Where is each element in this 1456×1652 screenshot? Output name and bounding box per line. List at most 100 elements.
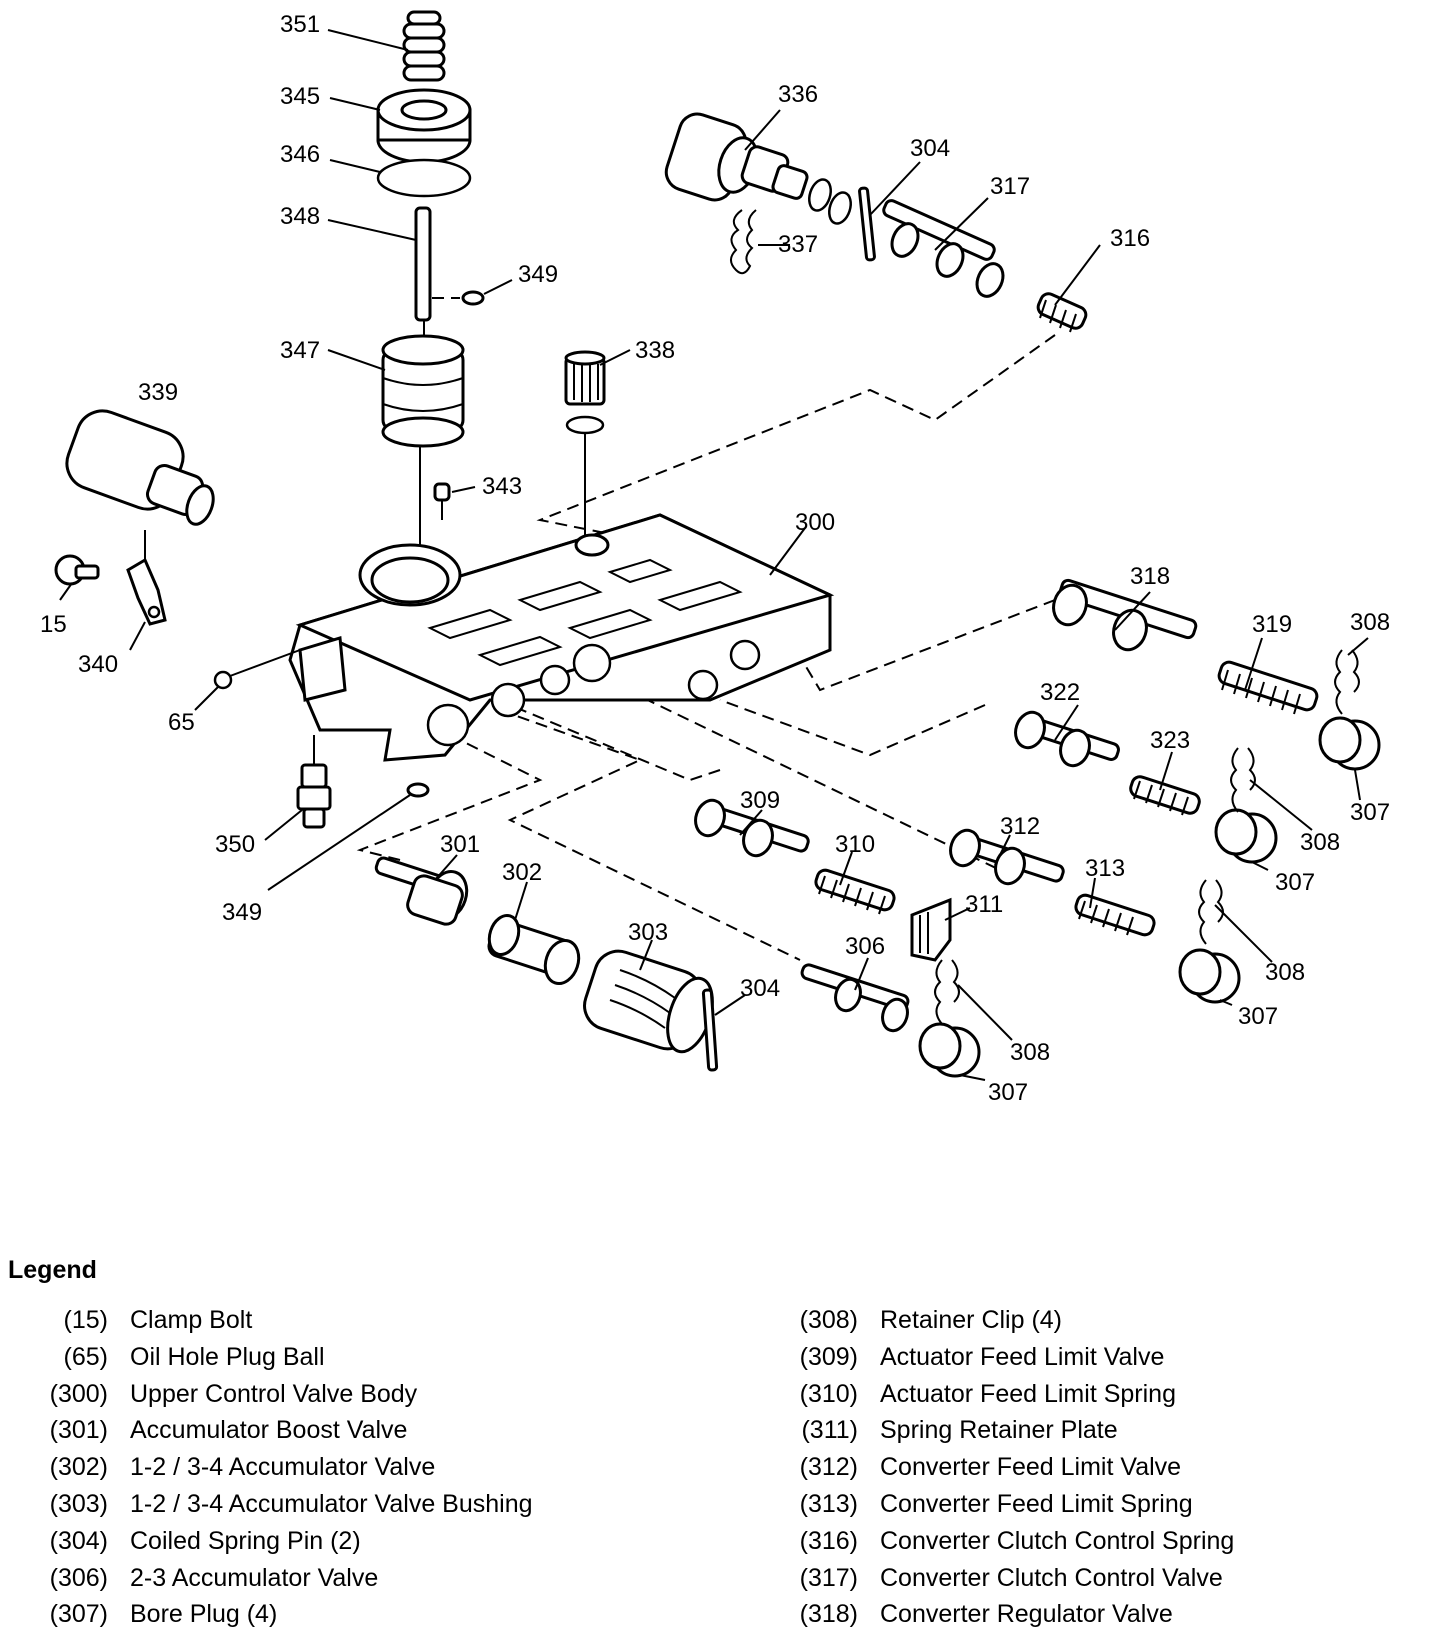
- part-336-solenoid: [664, 112, 809, 202]
- legend-item: (309) Actuator Feed Limit Valve: [770, 1339, 1234, 1376]
- callout-313: 313: [1085, 855, 1125, 882]
- legend-item-label: Converter Regulator Valve: [880, 1600, 1173, 1629]
- part-303-valve-bushing: [583, 949, 714, 1054]
- callout-318: 318: [1130, 563, 1170, 590]
- callout-336: 336: [778, 81, 818, 108]
- part-311-retainer-plate: [910, 897, 952, 962]
- legend-item: (303)1-2 / 3-4 Accumulator Valve Bushing: [20, 1486, 533, 1523]
- legend-item-number: (313): [799, 1489, 858, 1518]
- part-349-small-washer-top: [432, 290, 485, 306]
- legend-item-label: Converter Feed Limit Valve: [880, 1453, 1182, 1482]
- legend-item: (301) Accumulator Boost Valve: [20, 1412, 533, 1449]
- legend-item-label: Bore Plug (4): [130, 1600, 278, 1629]
- part-306-accumulator-valve: [800, 963, 910, 1033]
- legend-item-label: 1-2 / 3-4 Accumulator Valve: [130, 1453, 436, 1482]
- part-316-spring: [1036, 292, 1088, 333]
- callout-306: 306: [845, 933, 885, 960]
- legend-item-label: Converter Feed Limit Spring: [880, 1489, 1193, 1518]
- part-307-bore-plug-c: [1178, 948, 1241, 1004]
- legend-column-right: (308)Retainer Clip (4) (309)Actuator Fee…: [770, 1302, 1235, 1633]
- exploded-view-diagram: 351 345 346 348 349 347 336 304 317 337 …: [40, 10, 1390, 1106]
- callout-317: 317: [990, 173, 1030, 200]
- legend-item: (311)Spring Retainer Plate: [770, 1412, 1234, 1449]
- callout-323: 323: [1150, 727, 1190, 754]
- callout-319: 319: [1252, 611, 1292, 638]
- callout-307-b: 307: [1275, 869, 1315, 896]
- legend-item: (310)Actuator Feed Limit Spring: [770, 1376, 1234, 1413]
- legend-item-label: Accumulator Boost Valve: [130, 1416, 408, 1445]
- callout-308-a: 308: [1350, 609, 1390, 636]
- callout-308-d: 308: [1010, 1039, 1050, 1066]
- callout-337: 337: [778, 231, 818, 258]
- callout-15: 15: [40, 611, 67, 638]
- legend-item: (15)Clamp Bolt: [20, 1302, 533, 1339]
- callout-322: 322: [1040, 679, 1080, 706]
- part-302-accumulator-valve: [487, 913, 581, 985]
- part-300-valve-body: [288, 513, 835, 762]
- part-319-spring: [1217, 660, 1319, 715]
- callout-307-d: 307: [988, 1079, 1028, 1106]
- part-304-pin-bottom: [701, 988, 719, 1072]
- callout-312: 312: [1000, 813, 1040, 840]
- part-347-piston: [381, 334, 465, 448]
- legend-item-label: Actuator Feed Limit Valve: [880, 1342, 1165, 1371]
- legend-item-number: (301): [49, 1416, 108, 1445]
- legend-item-number: (306): [49, 1563, 108, 1592]
- legend-item-number: (316): [799, 1526, 858, 1555]
- legend-item-number: (311): [801, 1416, 858, 1445]
- legend-item-label: Converter Clutch Control Valve: [880, 1563, 1223, 1592]
- part-318-regulator-valve: [1052, 578, 1198, 652]
- leader-lines: [59, 29, 1369, 1081]
- callout-308-b: 308: [1300, 829, 1340, 856]
- legend-item: (318) Converter Regulator Valve: [770, 1596, 1234, 1633]
- part-346-o-ring: [376, 158, 472, 198]
- part-340-bracket: [126, 557, 167, 626]
- callout-349-top: 349: [518, 261, 558, 288]
- legend-item-number: (318): [799, 1600, 858, 1629]
- part-301-boost-valve: [374, 856, 469, 926]
- callout-316: 316: [1110, 225, 1150, 252]
- legend-item: (302) 1-2 / 3-4 Accumulator Valve: [20, 1449, 533, 1486]
- legend-item: (304) Coiled Spring Pin (2): [20, 1523, 533, 1560]
- callout-339: 339: [138, 379, 178, 406]
- legend-item-number: (65): [63, 1342, 108, 1371]
- part-345-piston-cap: [376, 88, 472, 164]
- legend-item-number: (307): [49, 1600, 108, 1629]
- part-343-check-ball: [433, 482, 451, 520]
- part-304-pin-top: [858, 186, 876, 262]
- callout-349-bottom: 349: [222, 899, 262, 926]
- legend-item: (306)2-3 Accumulator Valve: [20, 1560, 533, 1597]
- callout-300: 300: [795, 509, 835, 536]
- legend-item: (307) Bore Plug (4): [20, 1596, 533, 1633]
- legend-item-label: 1-2 / 3-4 Accumulator Valve Bushing: [130, 1489, 533, 1518]
- legend-item-number: (304): [49, 1526, 108, 1555]
- legend-item-label: Actuator Feed Limit Spring: [880, 1379, 1176, 1408]
- legend-item-number: (300): [49, 1379, 108, 1408]
- legend-item: (316)Converter Clutch Control Spring: [770, 1523, 1235, 1560]
- callout-308-c: 308: [1265, 959, 1305, 986]
- callout-345: 345: [280, 83, 320, 110]
- callout-343: 343: [482, 473, 522, 500]
- part-308-clip-a: [1334, 649, 1360, 715]
- callout-346: 346: [280, 141, 320, 168]
- part-323-spring: [1129, 775, 1201, 816]
- legend-item-label: Coiled Spring Pin (2): [130, 1526, 361, 1555]
- legend-item: (65) Oil Hole Plug Ball: [20, 1339, 533, 1376]
- part-351-seal-stack: [402, 10, 446, 82]
- legend-item: (313) Converter Feed Limit Spring: [770, 1486, 1234, 1523]
- part-337-clip: [730, 209, 757, 275]
- part-322-valve: [1014, 710, 1120, 768]
- callout-labels: 351 345 346 348 349 347 336 304 317 337 …: [40, 11, 1390, 1106]
- part-308-clip-c: [1198, 879, 1224, 945]
- callout-307-c: 307: [1238, 1003, 1278, 1030]
- legend-item: (300)Upper Control Valve Body: [20, 1376, 533, 1413]
- legend-item-number: (317): [799, 1563, 858, 1592]
- callout-304-bottom: 304: [740, 975, 780, 1002]
- legend-item-number: (302): [49, 1453, 108, 1482]
- legend-title: Legend: [8, 1256, 97, 1284]
- legend-item: (312)Converter Feed Limit Valve: [770, 1449, 1234, 1486]
- legend-item-label: Oil Hole Plug Ball: [130, 1342, 325, 1371]
- legend-item: (317) Converter Clutch Control Valve: [770, 1560, 1234, 1597]
- callout-340: 340: [78, 651, 118, 678]
- legend-item-number: (309): [799, 1342, 858, 1371]
